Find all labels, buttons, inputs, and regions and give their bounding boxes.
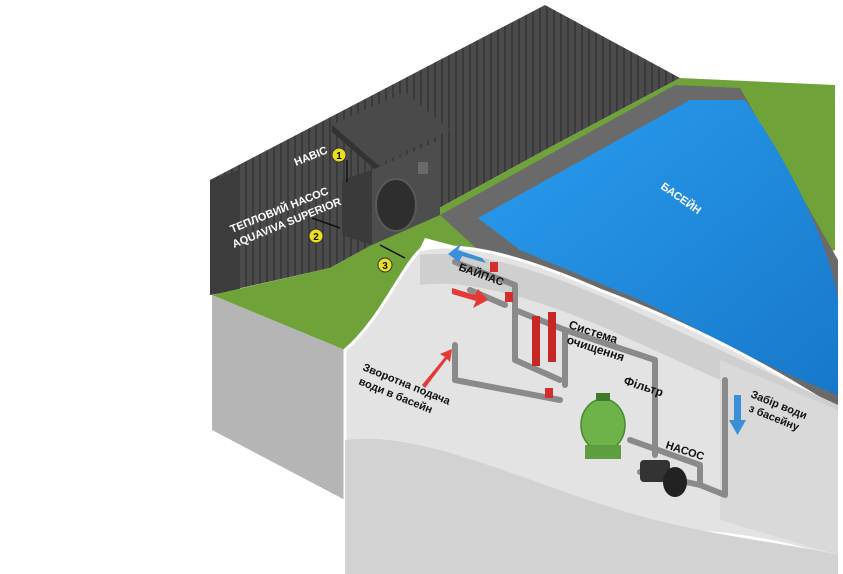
fence-left-face (210, 170, 240, 295)
marker-1: 1 (331, 147, 347, 163)
filter-tank (580, 398, 626, 452)
bypass-red-arrow (452, 288, 488, 308)
svg-text:1: 1 (336, 151, 342, 162)
canopy-roof (332, 92, 450, 165)
clearance-arrow-2 (311, 217, 341, 229)
cutaway-right-wall (720, 360, 838, 555)
heat-pump-display (418, 162, 428, 174)
ground-left-face (212, 295, 345, 500)
valve (532, 316, 540, 366)
return-red-arrow (422, 349, 452, 388)
valve (545, 388, 553, 398)
heat-pump-fan (375, 178, 417, 232)
clearance-arrow-3 (379, 244, 406, 259)
valve (490, 262, 498, 272)
bypass-blue-arrow (448, 243, 486, 263)
cutaway-back-wall (420, 253, 838, 430)
pump-motor (663, 467, 687, 497)
cutaway-floor (345, 438, 838, 574)
marker-2: 2 (308, 228, 324, 244)
fence-back (210, 5, 680, 295)
valve (548, 312, 556, 362)
svg-text:2: 2 (313, 232, 319, 243)
pump-body (640, 460, 670, 482)
svg-text:3: 3 (382, 261, 388, 272)
heat-pump-front (342, 170, 372, 245)
valve (505, 292, 513, 302)
filter-base (585, 445, 621, 459)
intake-blue-arrow (729, 395, 746, 435)
pool-water (478, 100, 838, 395)
filter-valve (596, 393, 610, 401)
canopy-side (332, 125, 378, 172)
marker-3: 3 (377, 257, 393, 273)
